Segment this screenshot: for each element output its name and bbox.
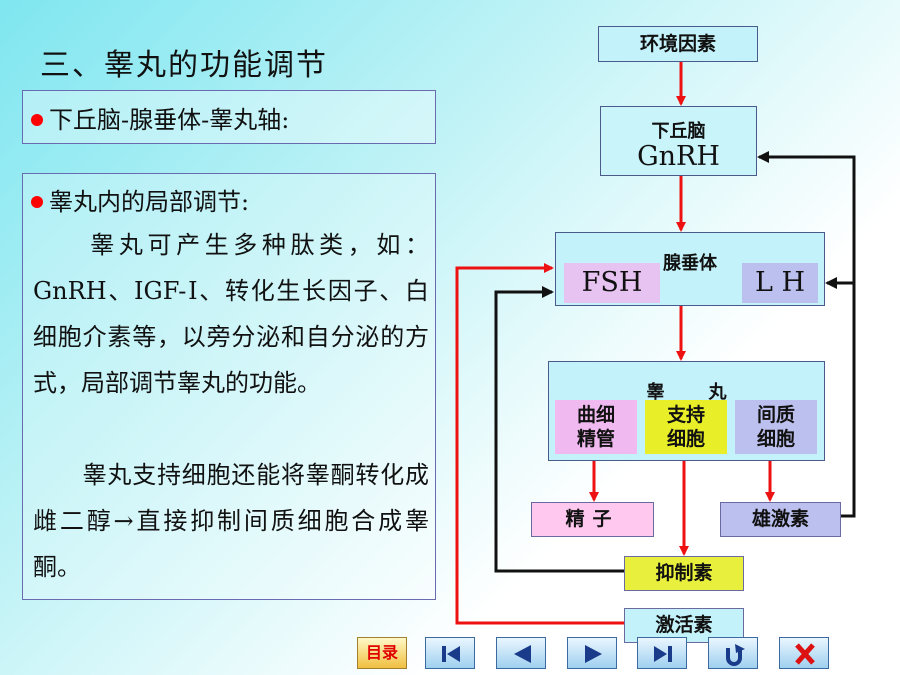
cell-line: 支持 <box>666 404 705 426</box>
fsh-label: FSH <box>564 263 660 303</box>
local-regulation-para-2: 睾丸支持细胞还能将睾酮转化成雌二醇→直接抑制间质细胞合成睾酮。 <box>33 461 429 581</box>
prev-button[interactable] <box>496 637 546 669</box>
first-icon <box>442 646 460 662</box>
arrow-inhibin-fsh <box>494 286 624 573</box>
bullet-icon <box>31 114 43 126</box>
return-button[interactable] <box>708 637 758 669</box>
leydig-cell: 间质 细胞 <box>735 400 817 454</box>
next-button[interactable] <box>567 637 617 669</box>
testis-label: 睾丸 <box>646 382 771 403</box>
sperm-node: 精子 <box>531 502 654 537</box>
pituitary-label: 腺垂体 <box>663 253 717 274</box>
menu-button[interactable]: 目录 <box>357 637 407 669</box>
androgen-node: 雄激素 <box>720 502 841 537</box>
environment-node: 环境因素 <box>598 26 758 62</box>
cell-line: 细胞 <box>756 428 795 450</box>
cell-line: 曲细 <box>576 404 615 426</box>
page-title: 三、睾丸的功能调节 <box>40 48 328 83</box>
cell-line: 间质 <box>756 404 795 426</box>
testis-node: 睾丸 曲细 精管 支持 细胞 间质 细胞 <box>548 361 825 461</box>
arrow-activin-fsh <box>455 263 624 625</box>
inhibin-node: 抑制素 <box>624 556 744 591</box>
sertoli-cell: 支持 细胞 <box>645 400 727 454</box>
first-button[interactable] <box>425 637 475 669</box>
gnrh-label: GnRH <box>637 141 720 172</box>
hpg-axis-box: 下丘脑-腺垂体-睾丸轴: <box>22 90 436 144</box>
lh-label: L H <box>742 263 818 303</box>
hpg-axis-item: 下丘脑-腺垂体-睾丸轴: <box>31 100 289 135</box>
arrow-androgen-feedback <box>757 151 856 518</box>
next-icon <box>585 645 602 663</box>
local-regulation-item: 睾丸内的局部调节: <box>31 182 249 217</box>
last-icon <box>654 646 672 662</box>
return-icon <box>726 644 745 666</box>
local-regulation-heading: 睾丸内的局部调节: <box>49 188 250 216</box>
prev-icon <box>514 645 531 663</box>
seminiferous-tubule-cell: 曲细 精管 <box>555 400 637 454</box>
hpg-axis-text: 下丘脑-腺垂体-睾丸轴: <box>49 106 290 134</box>
local-regulation-para-1: 睾丸可产生多种肽类，如：GnRH、IGF-Ⅰ、转化生长因子、白细胞介素等，以旁分… <box>33 231 429 397</box>
hypothalamus-label: 下丘脑 <box>651 121 706 142</box>
pituitary-node: 腺垂体 FSH L H <box>555 232 825 306</box>
last-button[interactable] <box>637 637 687 669</box>
local-regulation-box: 睾丸内的局部调节: 睾丸可产生多种肽类，如：GnRH、IGF-Ⅰ、转化生长因子、… <box>22 173 436 600</box>
bullet-icon <box>31 196 43 208</box>
close-button[interactable] <box>779 637 829 669</box>
hypothalamus-node: 下丘脑 GnRH <box>600 106 757 176</box>
close-icon <box>795 643 815 665</box>
cell-line: 细胞 <box>666 428 705 450</box>
cell-line: 精管 <box>576 428 615 450</box>
